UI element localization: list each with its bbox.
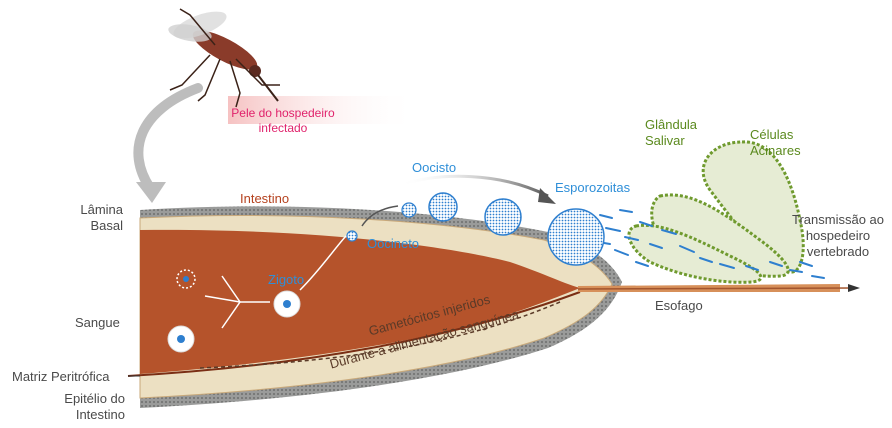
oocyst-medium [429,193,457,221]
ingestion-arrow [138,88,198,188]
blood-label: Sangue [75,315,120,331]
esophagus-label: Esofago [655,298,703,314]
transmission-label: Transmissão ao hospedeiro vertebrado [783,212,892,260]
sporozoites-label: Esporozoitas [555,180,630,196]
oocyst-progress-arrow [400,176,548,196]
oocyst-small [402,203,416,217]
zygote-label: Zigoto [268,272,304,288]
oocyst-label: Oocisto [412,160,456,176]
basal-lamina-label: Lâmina Basal [55,202,123,234]
host-skin-label: Pele do hospedeiro infectado [218,106,348,136]
peritrophic-matrix-label: Matriz Peritrófica [12,369,110,385]
ingestion-arrowhead [136,182,166,203]
ookinete-label: Oocineto [367,236,419,252]
midgut-label: Intestino [240,191,289,207]
acinar-cells-label: Células Acinares [750,127,815,159]
transmission-arrowhead [848,284,860,292]
midgut-epithelium-label: Epitélio do Intestino [45,391,125,423]
salivary-gland-label: Glândula Salivar [645,117,710,149]
oocyst-bursting [548,209,604,265]
oocyst-tiny [347,231,357,241]
oocyst-large [485,199,521,235]
